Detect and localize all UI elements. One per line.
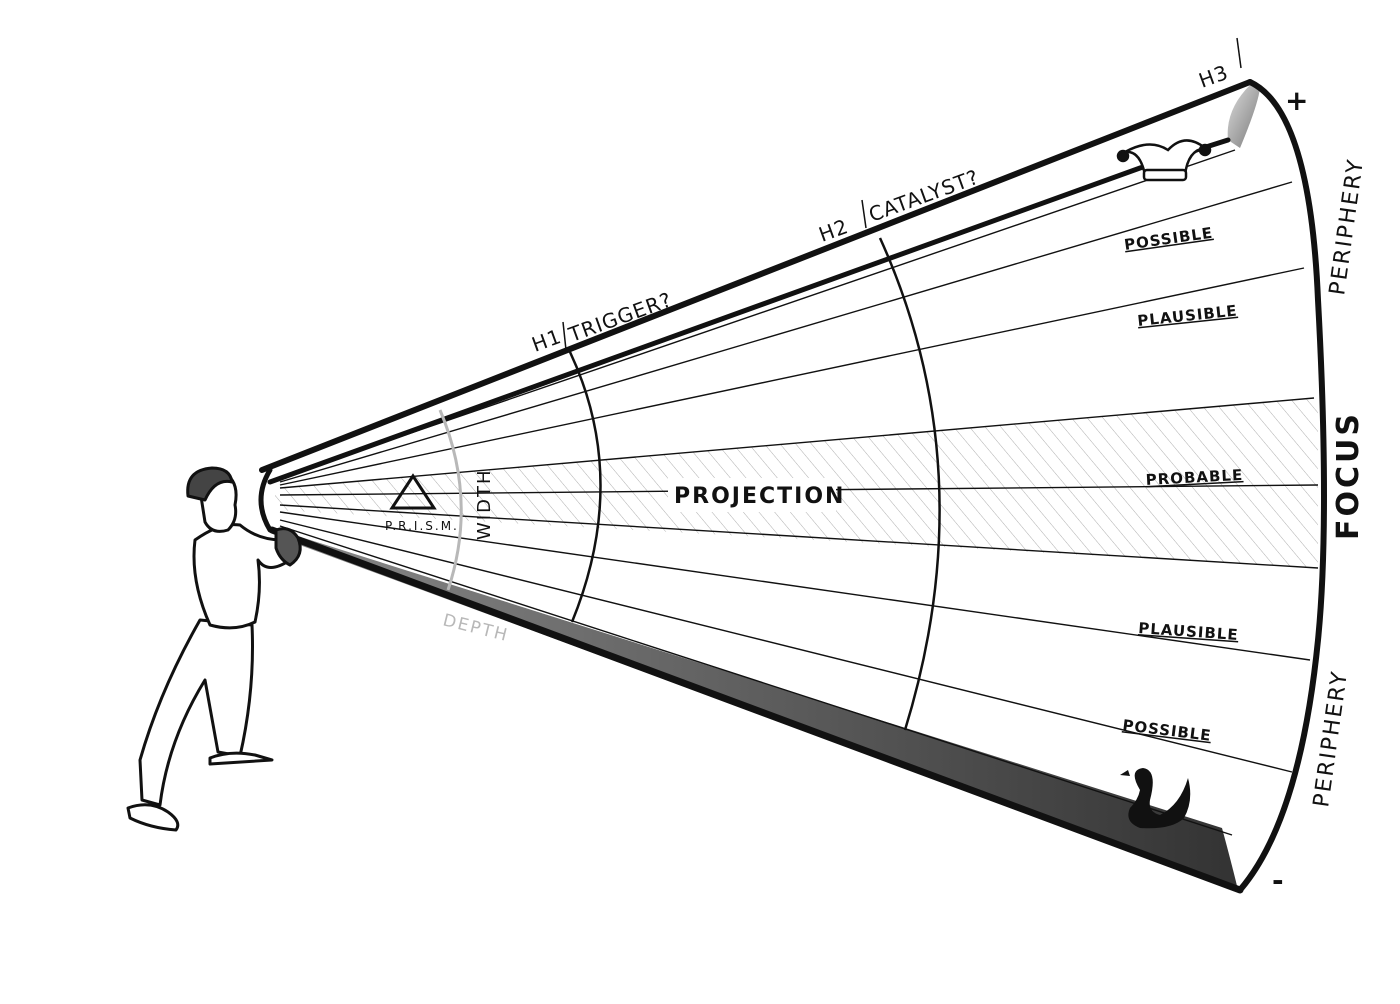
h1-arc	[568, 351, 602, 623]
h3-label: H3	[1196, 60, 1232, 93]
width-label: WIDTH	[474, 469, 495, 541]
person-hands	[274, 527, 302, 567]
black-swan-icon	[1120, 768, 1191, 829]
band-bottom-plausible: PLAUSIBLE	[1138, 619, 1240, 644]
horizon-arcs	[568, 237, 941, 731]
person-shoe-front	[208, 751, 274, 766]
horizon-ticks	[562, 37, 1242, 351]
person-figure	[126, 466, 302, 832]
projection-label-bg	[668, 478, 836, 512]
h2-arc	[878, 237, 941, 731]
depth-arc	[438, 409, 463, 591]
jester-hat-icon	[1116, 139, 1212, 182]
person-shoe-back	[126, 803, 180, 832]
prism-label: P.R.I.S.M.	[385, 519, 459, 533]
periphery-top-label: PERIPHERY	[1325, 157, 1369, 297]
minus-label: -	[1272, 864, 1285, 897]
plus-label: +	[1285, 84, 1309, 117]
focus-label: FOCUS	[1331, 411, 1366, 540]
person-legs	[138, 618, 254, 807]
projection-label: PROJECTION	[674, 484, 845, 509]
person-hair	[186, 466, 234, 502]
person-torso	[192, 523, 292, 630]
periphery-bottom-label: PERIPHERY	[1309, 669, 1353, 809]
band-probable: PROBABLE	[1145, 466, 1243, 489]
triangle-icon	[389, 473, 437, 510]
cone-top-shade	[1227, 85, 1260, 148]
band-top-plausible: PLAUSIBLE	[1137, 302, 1239, 330]
